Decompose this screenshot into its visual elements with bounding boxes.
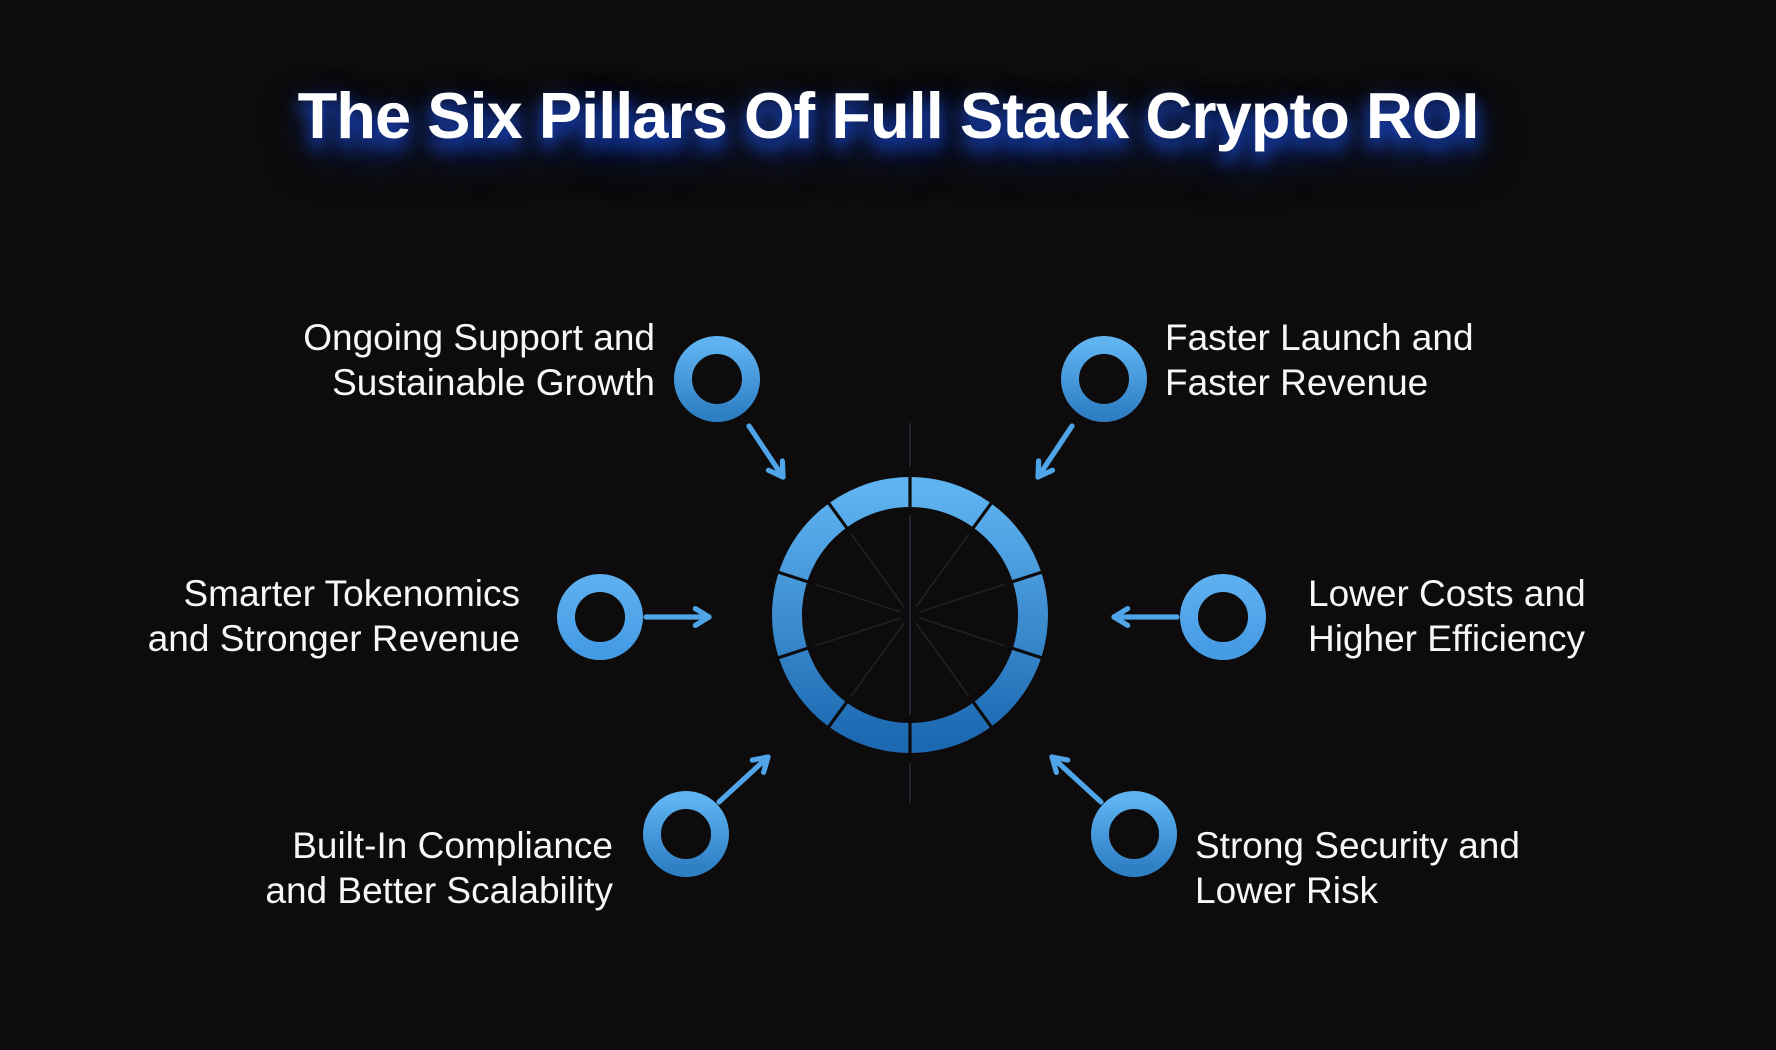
- pillar-label-line: Lower Risk: [1195, 870, 1378, 911]
- pillar-ring-icon-lower-costs: [1180, 574, 1266, 660]
- pillar-label-line: and Better Scalability: [265, 870, 613, 911]
- pillar-label-line: Strong Security and: [1195, 825, 1520, 866]
- page-title: The Six Pillars Of Full Stack Crypto ROI: [297, 79, 1480, 152]
- pillar-label-line: Smarter Tokenomics: [183, 573, 520, 614]
- spoke-line: [919, 581, 1012, 613]
- pillar-ring-icon-strong-security: [1091, 791, 1177, 877]
- ring-segment-divider: [967, 694, 999, 736]
- pillar-label-built-in-compliance: Built-In Compliance and Better Scalabili…: [265, 823, 613, 913]
- pillar-label-line: Lower Costs and: [1308, 573, 1586, 614]
- center-ring: [768, 467, 1052, 763]
- pillar-label-line: Ongoing Support and: [303, 317, 655, 358]
- ring-segment-divider: [1004, 644, 1052, 663]
- pillar-label-line: Built-In Compliance: [292, 825, 613, 866]
- pillar-ring-icon-built-in-compliance: [643, 791, 729, 877]
- pillar-label-faster-launch: Faster Launch and Faster Revenue: [1165, 315, 1474, 405]
- arrow-down-right-icon: [746, 423, 786, 480]
- spoke-line: [847, 622, 905, 702]
- pillar-label-line: Faster Launch and: [1165, 317, 1474, 358]
- spoke-line: [915, 622, 973, 702]
- pillar-label-lower-costs: Lower Costs and Higher Efficiency: [1308, 571, 1586, 661]
- spoke-line: [915, 528, 973, 608]
- arrow-right-icon: [643, 606, 712, 628]
- pillar-label-line: and Stronger Revenue: [147, 618, 520, 659]
- pillar-label-line: Sustainable Growth: [332, 362, 655, 403]
- arrow-left-icon: [1111, 606, 1180, 628]
- pillar-label-line: Higher Efficiency: [1308, 618, 1585, 659]
- pillar-ring-icon-ongoing-support: [674, 336, 760, 422]
- ring-segment-divider: [967, 494, 999, 536]
- spoke-line: [847, 528, 905, 608]
- pillar-ring-icon-smarter-tokenomics: [557, 574, 643, 660]
- arrow-up-right-icon: [716, 754, 771, 805]
- pillar-label-line: Faster Revenue: [1165, 362, 1429, 403]
- arrow-down-left-icon: [1035, 423, 1075, 480]
- ring-segment-divider: [1004, 567, 1052, 586]
- pillar-label-ongoing-support: Ongoing Support and Sustainable Growth: [303, 315, 655, 405]
- pillar-label-strong-security: Strong Security and Lower Risk: [1195, 823, 1520, 913]
- ring-segment-divider: [821, 494, 853, 536]
- arrow-up-left-icon: [1049, 754, 1104, 805]
- spoke-line: [808, 581, 901, 613]
- ring-segment-divider: [768, 567, 816, 586]
- pillar-icons: [557, 336, 1266, 877]
- pillar-ring-icon-faster-launch: [1061, 336, 1147, 422]
- spoke-line: [919, 617, 1012, 649]
- pillar-label-smarter-tokenomics: Smarter Tokenomics and Stronger Revenue: [148, 571, 520, 661]
- arrows: [643, 423, 1180, 805]
- ring-segment-divider: [821, 694, 853, 736]
- spoke-line: [808, 617, 901, 649]
- ring-segment-divider: [768, 644, 816, 663]
